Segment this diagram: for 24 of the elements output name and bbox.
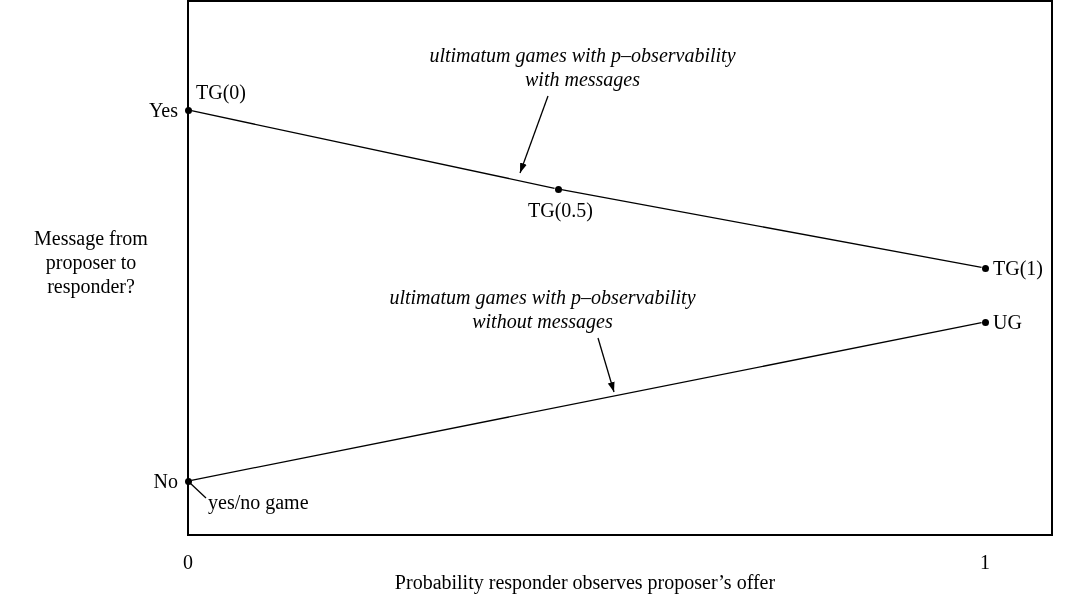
point-marker	[981, 318, 989, 326]
point-label: TG(0.5)	[528, 198, 593, 222]
arrow	[519, 95, 549, 174]
point-marker	[554, 185, 562, 193]
axis-value-label: 1	[979, 550, 991, 574]
point-label: UG	[993, 310, 1022, 334]
annotation-text: ultimatum games with p–observability with messages	[415, 43, 750, 91]
line-segment	[190, 322, 983, 481]
point-marker	[184, 477, 192, 485]
line-segment	[190, 110, 556, 189]
arrow	[597, 337, 615, 393]
axis-title: Probability responder observes proposer’s offer	[393, 570, 777, 594]
axis-value-label: Yes	[147, 98, 178, 122]
axis-value-label: 0	[182, 550, 194, 574]
line-segment	[560, 189, 983, 268]
point-label: TG(0)	[196, 80, 246, 104]
axis-title: Message from proposer to responder?	[33, 226, 149, 298]
point-marker	[981, 264, 989, 272]
annotation-text: ultimatum games with p–observability without messages	[375, 285, 710, 333]
axis-value-label: No	[152, 469, 178, 493]
leader-line	[189, 482, 207, 499]
point-label: TG(1)	[993, 256, 1043, 280]
point-marker	[184, 106, 192, 114]
callout-text: yes/no game	[208, 490, 358, 514]
